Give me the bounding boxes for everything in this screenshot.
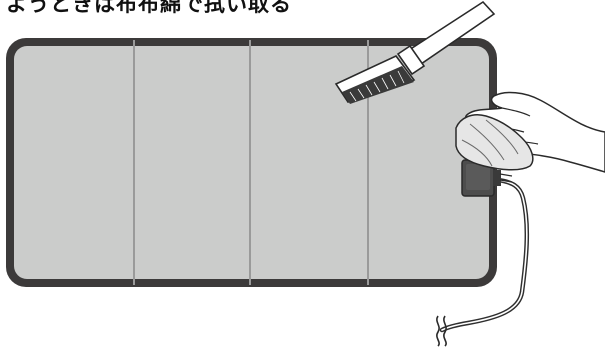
mat-surface [14, 46, 489, 279]
floor-mat [6, 38, 497, 287]
